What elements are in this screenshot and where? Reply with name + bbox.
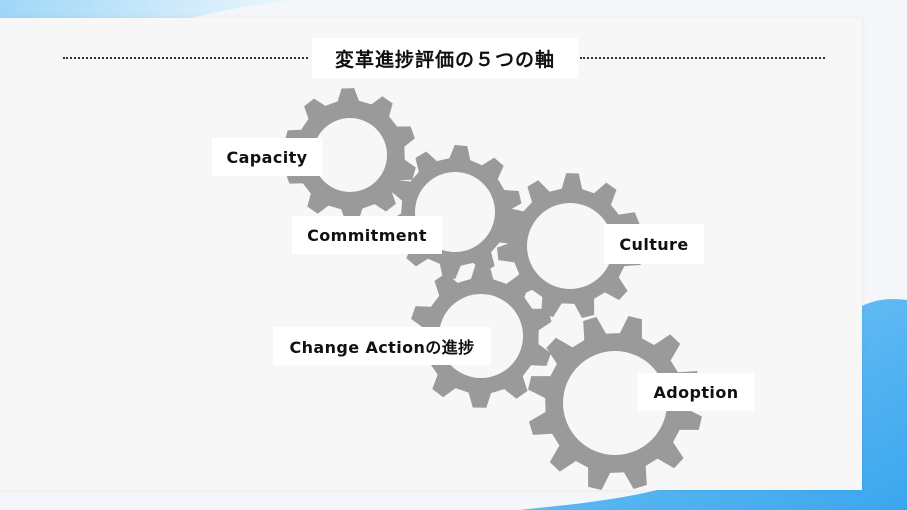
label-change-action: Change Actionの進捗	[273, 327, 491, 365]
gear-capacity	[284, 88, 416, 222]
label-capacity: Capacity	[212, 138, 322, 176]
gear-adoption	[528, 316, 702, 490]
title-divider-right	[580, 57, 825, 59]
label-commitment: Commitment	[292, 216, 442, 254]
label-culture: Culture	[604, 224, 704, 264]
gear-culture	[497, 173, 643, 318]
label-adoption: Adoption	[638, 373, 754, 411]
page-title: 変革進捗評価の５つの軸	[312, 38, 578, 78]
title-divider-left	[63, 57, 308, 59]
gear-change-action	[410, 264, 552, 408]
